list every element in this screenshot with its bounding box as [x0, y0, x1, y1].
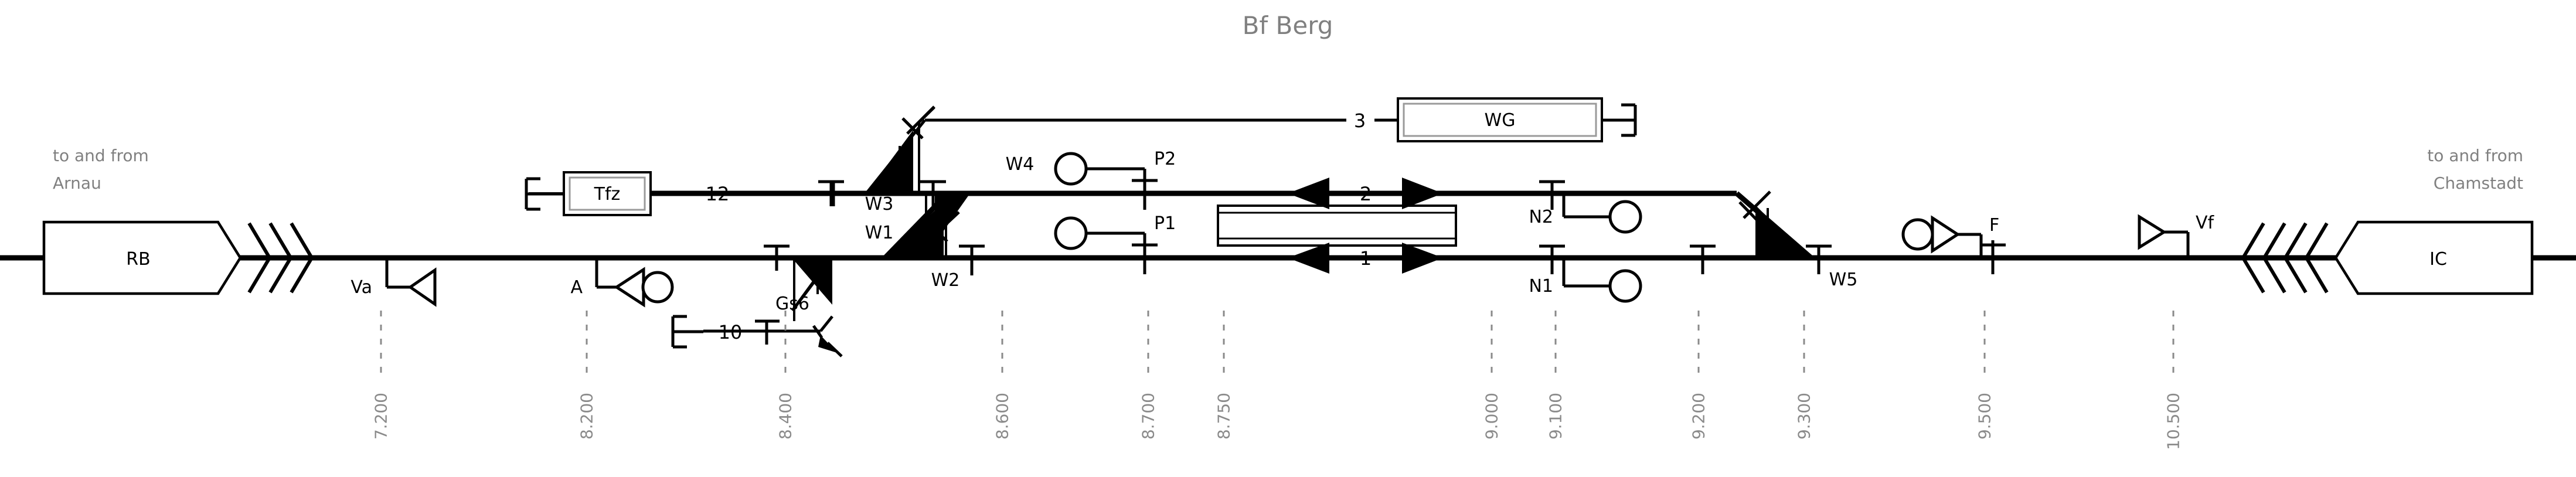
km-marker-label: 8.600	[993, 393, 1012, 439]
km-marker-label: 8.400	[776, 393, 795, 439]
train-rb[interactable]	[42, 220, 242, 295]
track-2-label: 2	[1360, 183, 1372, 205]
marker-w1-west	[764, 244, 790, 271]
signal-p1-label: P1	[1154, 213, 1176, 234]
page-title: Bf Berg	[1243, 11, 1333, 40]
track-10-label: 10	[719, 321, 743, 343]
switch-w3-frog	[866, 130, 913, 193]
switch-w5-label: W5	[1829, 270, 1858, 290]
tfz-building	[563, 171, 652, 216]
switch-w5-crossing-mark	[1738, 190, 1771, 223]
km-marker-label: 9.100	[1546, 393, 1566, 439]
km-marker-label: 8.750	[1214, 393, 1234, 439]
km-marker-label: 9.200	[1689, 393, 1709, 439]
buffer-stop-track-10	[671, 315, 703, 349]
track-3-label: 3	[1354, 110, 1366, 132]
direction-label-right-line2: Chamstadt	[2434, 173, 2523, 193]
marker-w2-east	[959, 244, 985, 275]
derailer-gs6-label: Gs6	[775, 294, 809, 314]
track-10-riser	[819, 315, 833, 332]
direction-label-left-line2: Arnau	[53, 173, 101, 193]
km-marker: 9.500	[1975, 311, 1995, 439]
signal-n1-label: N1	[1529, 276, 1553, 297]
km-marker: 9.000	[1482, 311, 1502, 439]
track-1-direction-arrows	[1288, 243, 1443, 274]
km-marker: 8.200	[577, 311, 597, 439]
train-rb-label: RB	[126, 249, 150, 270]
wg-building	[1397, 97, 1603, 142]
switch-w2-crossing-mark	[927, 211, 960, 243]
switch-w4-label: W4	[1006, 154, 1035, 175]
km-marker: 9.200	[1689, 311, 1709, 439]
switch-w2-label: W2	[931, 270, 960, 291]
km-marker: 9.300	[1795, 311, 1814, 439]
km-marker-label: 9.300	[1795, 393, 1814, 439]
marker-w5-west	[1690, 244, 1716, 274]
train-ic-chevrons	[2241, 222, 2329, 294]
km-marker: 10.500	[2164, 311, 2183, 450]
signal-n2[interactable]	[1562, 193, 1642, 234]
switch-w1-leg	[791, 257, 833, 312]
marker-track10	[755, 319, 780, 345]
signal-vf[interactable]	[2138, 214, 2190, 258]
signal-a-label: A	[570, 277, 583, 298]
direction-label-left-line1: to and from	[53, 146, 149, 165]
signal-n2-label: N2	[1529, 207, 1553, 227]
buffer-stop-track-3	[1621, 103, 1637, 137]
switch-w3-label: W3	[865, 194, 894, 214]
track-3-crossing-mark	[902, 106, 935, 139]
platform	[1217, 205, 1457, 247]
km-marker: 8.600	[993, 311, 1012, 439]
signal-p1[interactable]	[1054, 216, 1146, 258]
km-marker-label: 10.500	[2164, 393, 2183, 450]
signal-va[interactable]	[385, 258, 437, 307]
km-marker: 8.400	[776, 311, 795, 439]
tfz-label: Tfz	[594, 184, 621, 205]
km-marker: 8.750	[1214, 311, 1234, 439]
km-marker: 7.200	[372, 311, 391, 439]
signal-p2[interactable]	[1054, 152, 1146, 193]
km-marker-label: 8.700	[1139, 393, 1158, 439]
train-ic-label: IC	[2429, 249, 2447, 270]
switch-w2-frog	[885, 202, 944, 258]
signal-f[interactable]	[1901, 215, 1983, 258]
marker-f-signal	[1980, 240, 2006, 274]
km-marker: 9.100	[1546, 311, 1566, 439]
track-12-label: 12	[706, 183, 730, 205]
km-marker-label: 9.500	[1975, 393, 1995, 439]
train-rb-chevrons	[247, 222, 314, 294]
track-markers	[195, 179, 2006, 345]
signal-a[interactable]	[595, 258, 674, 308]
km-marker-label: 7.200	[372, 393, 391, 439]
km-marker-label: 8.200	[577, 393, 597, 439]
signal-p2-label: P2	[1154, 149, 1176, 169]
track-1-label: 1	[1360, 247, 1372, 270]
km-marker-layer: 7.200 8.200 8.400 8.600 8.700 8.750 9.000 9.100…	[372, 311, 2183, 450]
signal-va-label: Va	[351, 277, 372, 298]
train-ic[interactable]	[2334, 220, 2534, 295]
signal-vf-label: Vf	[2196, 213, 2215, 233]
track-2-direction-arrows	[1288, 178, 1443, 209]
marker-w5-east	[1806, 244, 1832, 274]
wg-label: WG	[1485, 110, 1516, 131]
km-marker: 8.700	[1139, 311, 1158, 439]
signal-f-label: F	[1989, 215, 1999, 236]
marker-w3-east	[920, 180, 946, 210]
marker-n1	[1539, 244, 1565, 274]
switch-w1-label: W1	[865, 223, 894, 243]
direction-label-right-line1: to and from	[2427, 146, 2523, 165]
derailer-gs6-symbol	[812, 325, 843, 357]
buffer-stop-track-12	[525, 177, 564, 211]
signal-n1[interactable]	[1562, 258, 1642, 303]
km-marker-label: 9.000	[1482, 393, 1502, 439]
marker-n2	[1539, 180, 1565, 210]
switch-w5-frog	[1755, 205, 1808, 258]
